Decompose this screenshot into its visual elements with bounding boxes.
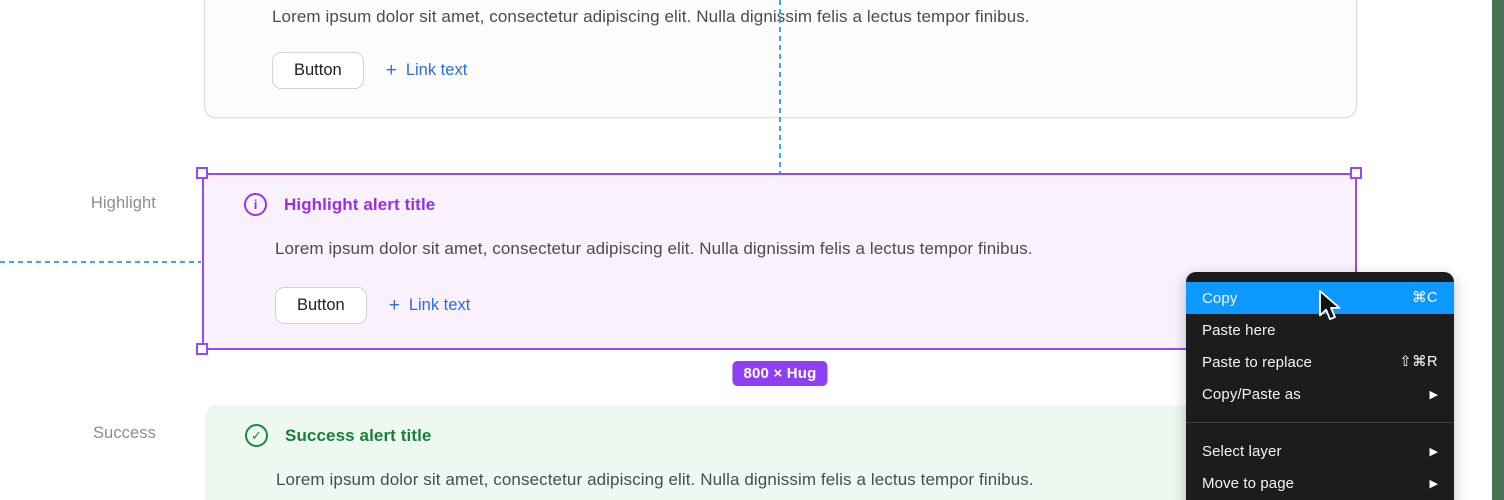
alert-link[interactable]: + Link text: [389, 296, 471, 315]
vertical-guide-line: [779, 0, 781, 173]
submenu-arrow-icon: ▶: [1429, 445, 1438, 458]
alert-link-label: Link text: [408, 296, 471, 314]
shortcut-label: ⌘C: [1412, 290, 1438, 306]
menu-item-paste-to-replace[interactable]: Paste to replace ⇧⌘R: [1202, 353, 1438, 371]
alert-link-label: Link text: [405, 61, 468, 79]
alert-link[interactable]: + Link text: [386, 61, 468, 80]
menu-item-copy-paste-as[interactable]: Copy/Paste as ▶: [1202, 385, 1438, 403]
alert-button[interactable]: Button: [275, 287, 367, 324]
shortcut-label: ⇧⌘R: [1399, 354, 1438, 370]
alert-button[interactable]: Button: [272, 52, 364, 89]
selection-size-badge: 800 × Hug: [732, 361, 828, 386]
alert-card-highlight[interactable]: i Highlight alert title Lorem ipsum dolo…: [202, 173, 1357, 350]
plus-icon: +: [385, 60, 397, 81]
selection-handle-top-right[interactable]: [1350, 167, 1362, 179]
info-circle-icon: i: [244, 193, 267, 216]
success-alert-title: Success alert title: [285, 425, 432, 445]
horizontal-guide-line: [0, 261, 201, 263]
plus-icon: +: [388, 295, 400, 316]
canvas-edge-strip: [1492, 0, 1504, 500]
selection-handle-top-left[interactable]: [196, 167, 208, 179]
alert-body-text: Lorem ipsum dolor sit amet, consectetur …: [276, 470, 1034, 489]
menu-item-move-to-page[interactable]: Move to page ▶: [1202, 474, 1438, 492]
alert-body-text: Lorem ipsum dolor sit amet, consectetur …: [275, 239, 1033, 258]
submenu-arrow-icon: ▶: [1429, 477, 1438, 490]
alert-body-text: Lorem ipsum dolor sit amet, consectetur …: [272, 7, 1030, 26]
menu-separator: [1186, 422, 1454, 423]
mouse-cursor-icon: [1319, 290, 1341, 321]
submenu-arrow-icon: ▶: [1429, 388, 1438, 401]
highlight-alert-title: Highlight alert title: [284, 194, 436, 214]
alert-card-success[interactable]: ✓ Success alert title Lorem ipsum dolor …: [205, 405, 1357, 500]
check-circle-icon: ✓: [245, 424, 268, 447]
canvas-label-success: Success: [92, 424, 156, 442]
canvas-label-highlight: Highlight: [90, 194, 156, 212]
selection-handle-bottom-left[interactable]: [196, 343, 208, 355]
menu-item-paste-here[interactable]: Paste here: [1202, 321, 1276, 339]
menu-item-select-layer[interactable]: Select layer ▶: [1202, 442, 1438, 460]
